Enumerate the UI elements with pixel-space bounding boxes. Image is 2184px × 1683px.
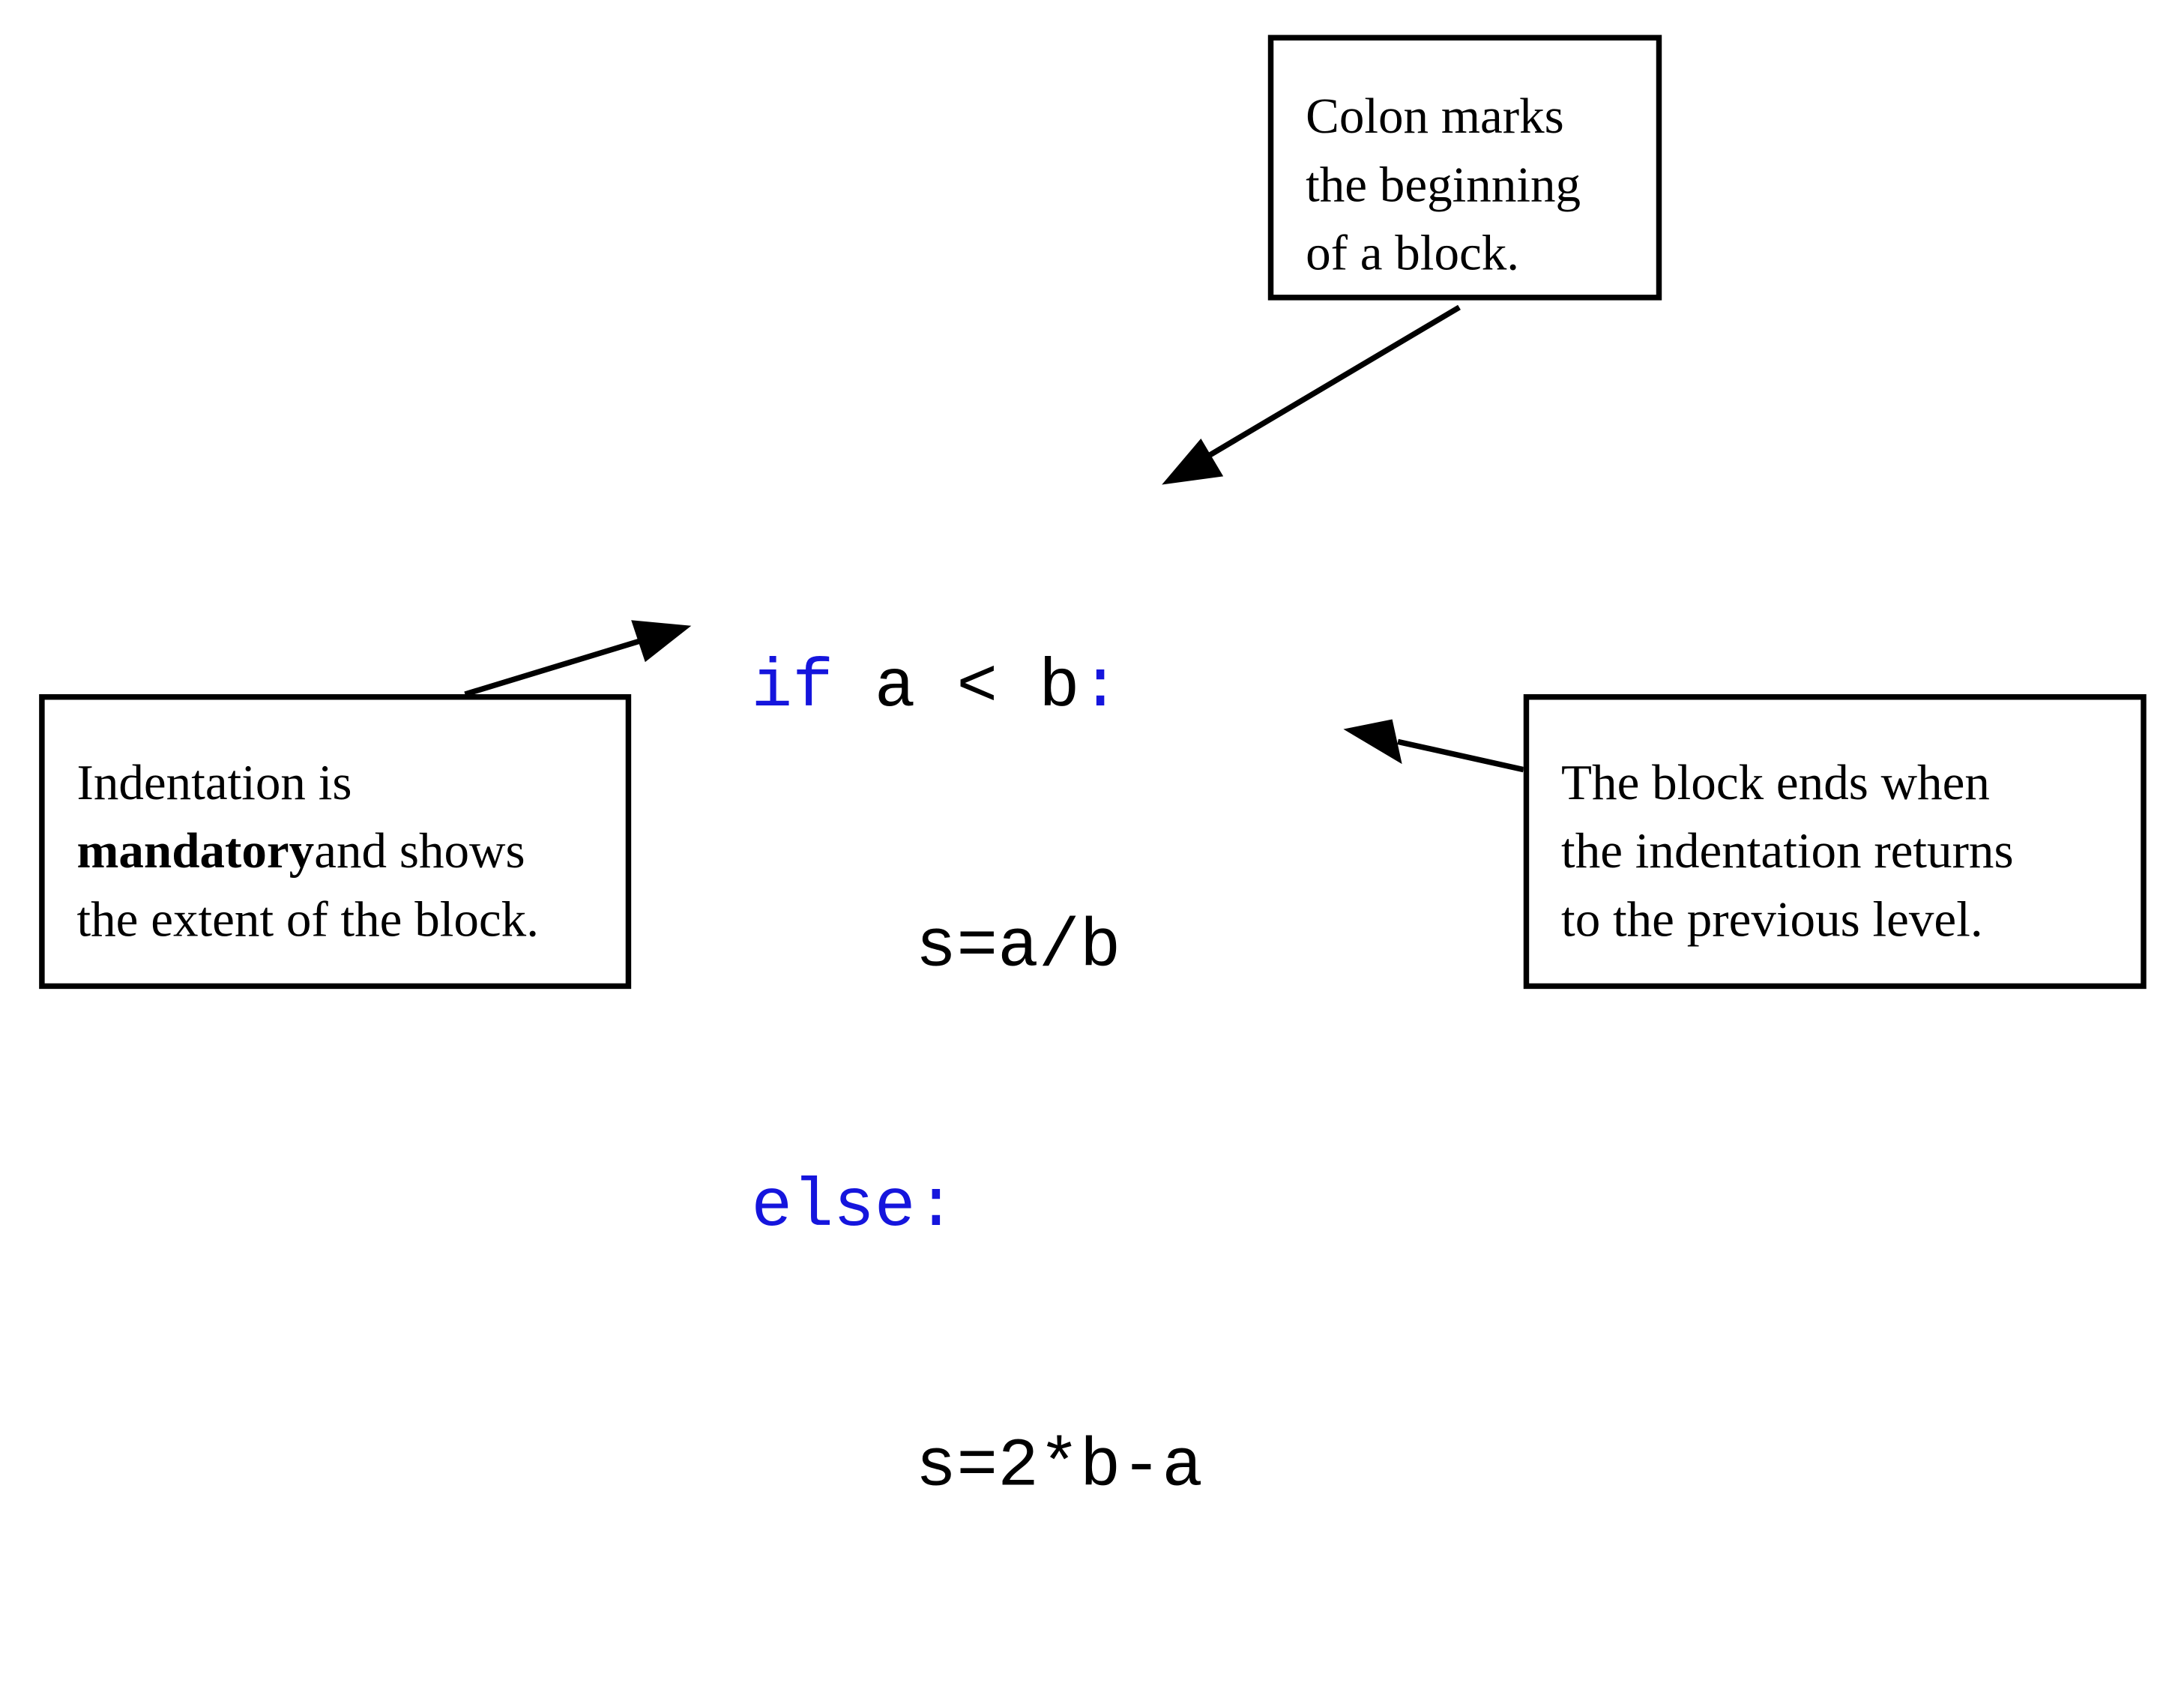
callout-colon-line-2: the beginning bbox=[1306, 156, 1581, 213]
code-line-if: if a < b: bbox=[751, 644, 1203, 731]
callout-end-line-3: to the previous level. bbox=[1561, 891, 1983, 948]
if-colon: : bbox=[1079, 648, 1121, 726]
diagram-canvas: if a < b: s=a/b else: s=2*b-a Colon mark… bbox=[39, 34, 2147, 1506]
callout-block-end: The block ends when the indentation retu… bbox=[1523, 694, 2147, 990]
code-snippet: if a < b: s=a/b else: s=2*b-a bbox=[751, 471, 1203, 1683]
callout-colon-line-1: Colon marks bbox=[1306, 88, 1564, 144]
condition-expression: a < b bbox=[833, 648, 1080, 726]
callout-colon-line-3: of a block. bbox=[1306, 224, 1520, 281]
arrow-block-end bbox=[1343, 719, 1524, 773]
code-line-else: else: bbox=[751, 1163, 1203, 1250]
callout-indentation-mandatory: Indentation is mandatoryand shows the ex… bbox=[39, 694, 632, 990]
keyword-else: else bbox=[751, 1167, 916, 1246]
callout-indent-line-3: the extent of the block. bbox=[76, 891, 539, 948]
callout-indent-line-2: mandatoryand shows bbox=[76, 817, 625, 885]
arrow-colon bbox=[1162, 304, 1461, 485]
else-body-statement: s=2*b-a bbox=[915, 1427, 1204, 1506]
code-line-if-body: s=a/b bbox=[751, 903, 1203, 990]
callout-indent-line-2-rest: and shows bbox=[314, 822, 525, 879]
callout-end-line-2: the indentation returns bbox=[1561, 822, 2014, 879]
callout-indent-line-1: Indentation is bbox=[76, 754, 352, 810]
else-colon: : bbox=[915, 1167, 957, 1246]
arrows-layer bbox=[464, 304, 1524, 773]
callout-indent-bold-word: mandatory bbox=[76, 822, 315, 879]
arrow-indentation bbox=[464, 620, 692, 697]
code-line-else-body: s=2*b-a bbox=[751, 1424, 1204, 1511]
callout-end-line-1: The block ends when bbox=[1561, 754, 1990, 810]
if-body-statement: s=a/b bbox=[915, 908, 1121, 987]
keyword-if: if bbox=[751, 648, 833, 726]
callout-colon-block-start: Colon marks the beginning of a block. bbox=[1267, 34, 1662, 301]
